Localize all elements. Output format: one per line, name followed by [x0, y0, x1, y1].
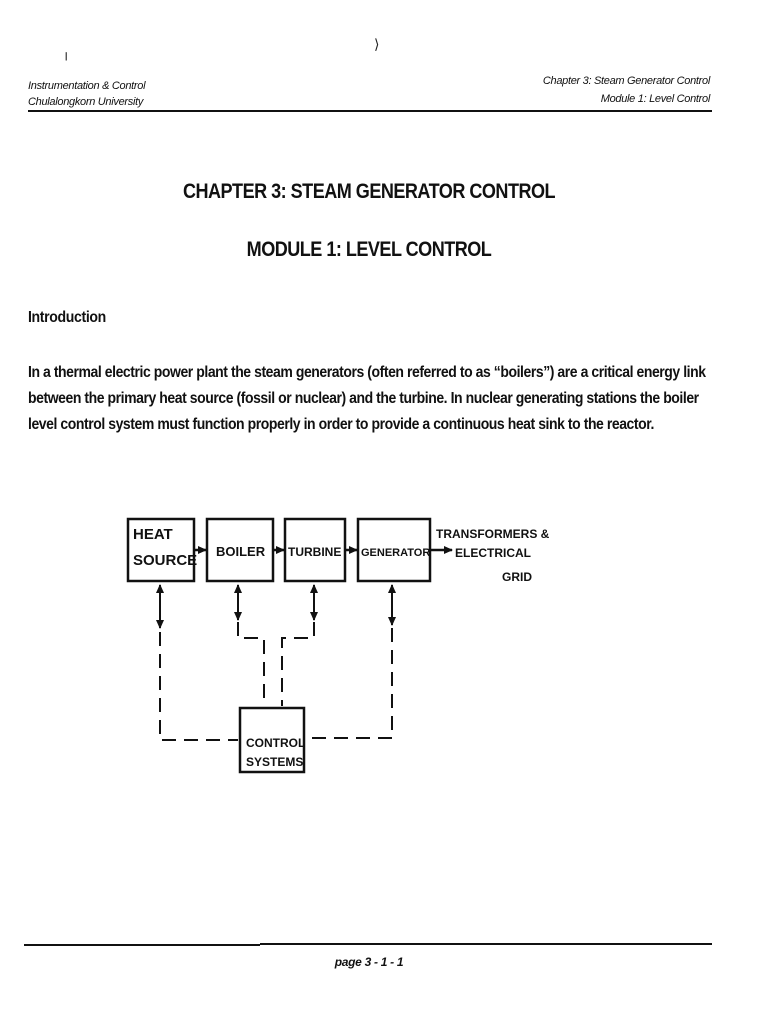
- intro-paragraph: In a thermal electric power plant the st…: [28, 360, 711, 438]
- intro-line: In a thermal electric power plant the st…: [28, 364, 706, 381]
- header-left: Instrumentation & Control Chulalongkorn …: [28, 78, 146, 110]
- header-module: Module 1: Level Control: [600, 93, 711, 105]
- boiler-box: [205, 517, 275, 583]
- turbine-box: [283, 517, 347, 583]
- control-links: [159, 622, 393, 741]
- heat-source-label: SOURCE: [133, 552, 197, 569]
- output-label: GRID: [502, 570, 532, 584]
- generator-label: GENERATOR: [361, 547, 430, 559]
- intro-line: between the primary heat source (fossil …: [28, 390, 699, 407]
- header-chapter: Chapter 3: Steam Generator Control: [542, 75, 710, 87]
- control-systems-label: SYSTEMS: [246, 755, 303, 769]
- footer-rule: [260, 943, 712, 945]
- header-right: Chapter 3: Steam Generator Control Modul…: [543, 72, 710, 108]
- header-rule: [28, 110, 712, 112]
- generator-box: [356, 517, 432, 583]
- intro-line: level control system must function prope…: [28, 416, 654, 433]
- boiler-label: BOILER: [216, 544, 266, 559]
- footer-rule: [24, 944, 260, 946]
- chapter-title: CHAPTER 3: STEAM GENERATOR CONTROL: [182, 180, 556, 203]
- header-university: Chulalongkorn University: [28, 96, 144, 108]
- scan-mark: ⟩: [374, 36, 380, 52]
- page-number: page 3 - 1 - 1: [334, 955, 404, 969]
- module-title: MODULE 1: LEVEL CONTROL: [246, 238, 492, 261]
- output-label: TRANSFORMERS &: [436, 527, 550, 541]
- section-heading: Introduction: [28, 309, 106, 326]
- heat-source-label: HEAT: [133, 526, 173, 543]
- output-label: ELECTRICAL: [455, 546, 531, 560]
- control-systems-box: [238, 706, 306, 774]
- turbine-label: TURBINE: [288, 545, 341, 559]
- header-institution: Instrumentation & Control: [28, 80, 146, 92]
- scan-mark: ╷: [62, 44, 71, 60]
- heat-source-box: [126, 517, 196, 583]
- control-systems-label: CONTROL: [246, 736, 305, 750]
